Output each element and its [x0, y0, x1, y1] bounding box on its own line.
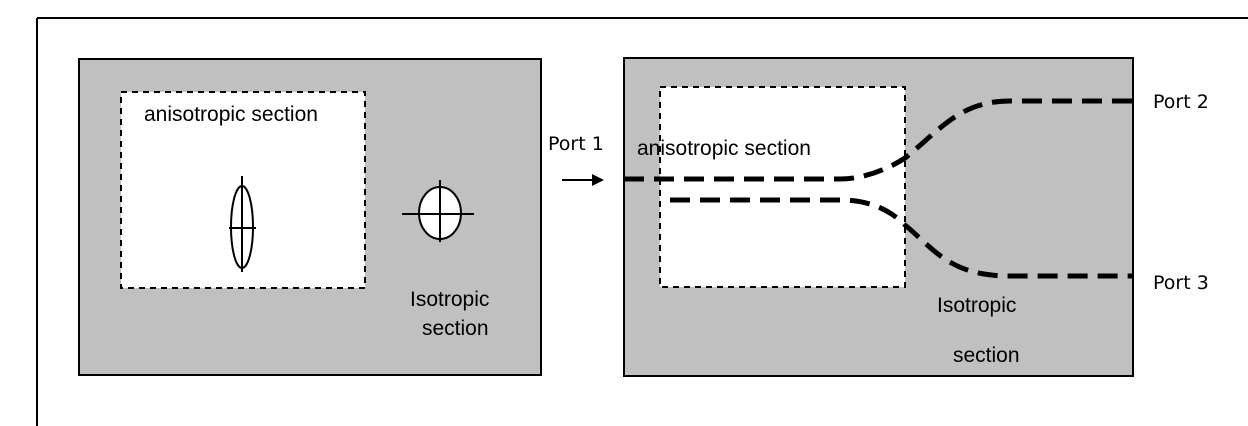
- ellipse-crosshair-icon: [229, 176, 256, 272]
- port3-label: Port 3: [1153, 272, 1209, 294]
- left-isotropic-label-line2: section: [422, 317, 489, 340]
- right-panel: anisotropic section Port 1 Port 2 Port 3…: [548, 57, 1209, 377]
- right-anisotropic-section: [659, 86, 906, 288]
- right-anisotropic-label: anisotropic section: [637, 137, 811, 160]
- left-isotropic-label-line1: Isotropic: [410, 288, 489, 311]
- right-isotropic-label-line2: section: [953, 344, 1020, 367]
- left-panel: anisotropic section Isotropic section: [78, 58, 542, 376]
- arrow-right-icon: [562, 174, 604, 186]
- circle-crosshair-icon: [402, 180, 474, 242]
- left-anisotropic-label: anisotropic section: [144, 103, 318, 126]
- port1-label: Port 1: [548, 133, 604, 155]
- right-isotropic-label-line1: Isotropic: [937, 294, 1016, 317]
- waveguide-lower-path: [670, 197, 1133, 279]
- port2-label: Port 2: [1153, 91, 1209, 113]
